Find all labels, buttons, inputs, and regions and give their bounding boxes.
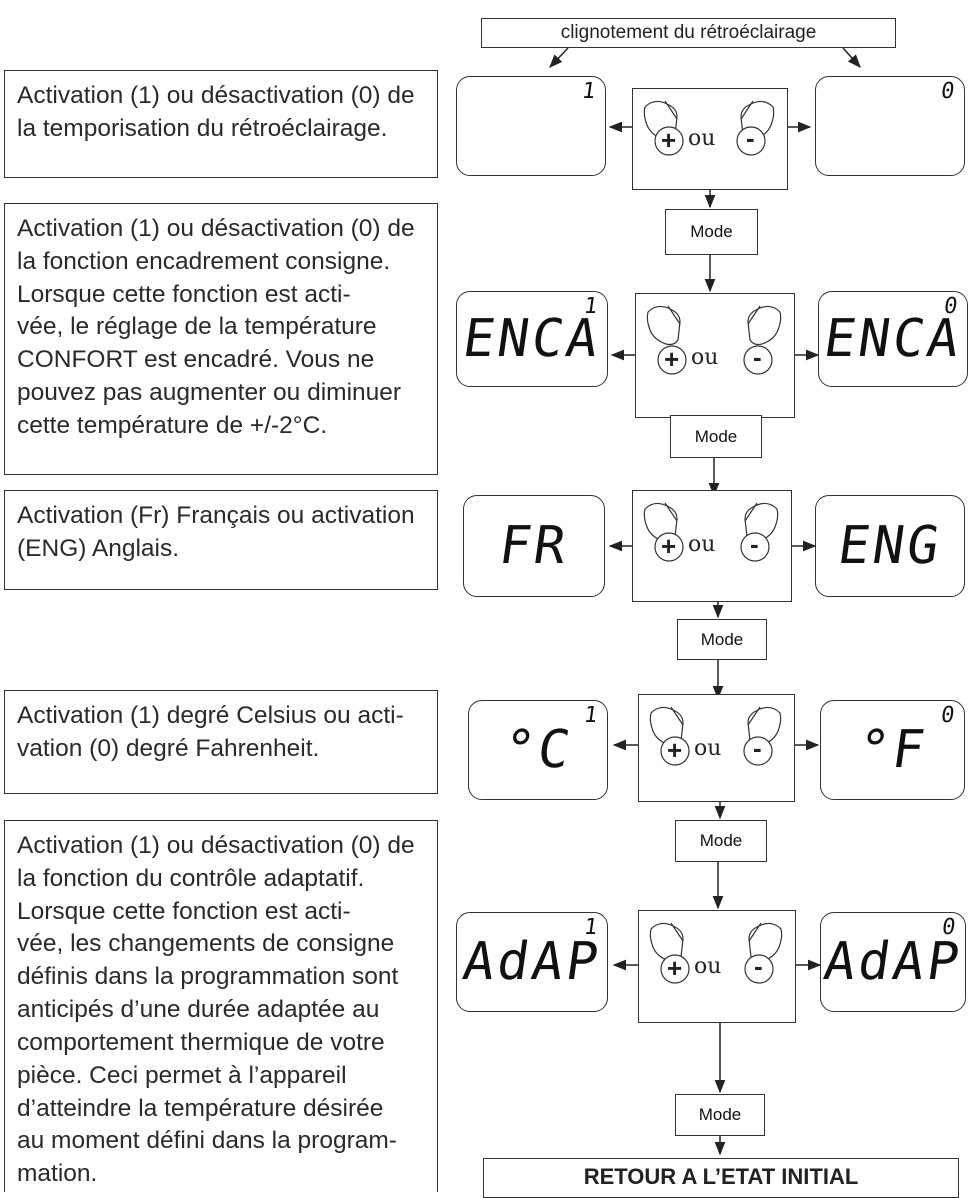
minus-button-icon: -: [754, 951, 763, 981]
lcd-indicator: 1: [579, 79, 597, 104]
lcd-indicator: 0: [938, 79, 956, 104]
plus-button-icon: +: [661, 531, 677, 561]
return-initial-state-label: RETOUR A L’ETAT INITIAL: [583, 1164, 859, 1189]
or-label: ou: [691, 345, 719, 370]
minus-button-icon: -: [753, 733, 762, 763]
mode-label: Mode: [700, 630, 744, 649]
description-text: Activation (Fr) Français ou activation (…: [17, 502, 415, 562]
description-backlight-timer: Activation (1) ou désactivation (0) de l…: [4, 70, 438, 178]
minus-button-icon: -: [746, 123, 755, 153]
plus-minus-control: + ou -: [632, 88, 788, 190]
lcd-text: AdAP: [459, 932, 605, 992]
plus-button-icon: +: [667, 735, 683, 765]
lcd-display-fahrenheit: °F 0: [820, 700, 965, 800]
lcd-display-language-fr: FR: [463, 495, 605, 597]
lcd-text: °F: [853, 720, 932, 780]
lcd-display-backlight-off: 0: [815, 76, 965, 176]
return-initial-state-box: RETOUR A L’ETAT INITIAL: [483, 1158, 959, 1198]
lcd-display-encadrement-on: ENCA 1: [456, 291, 608, 387]
plus-minus-control: + ou -: [638, 910, 796, 1023]
plus-button-icon: +: [661, 125, 677, 155]
description-text: Activation (1) degré Celsius ou acti- va…: [17, 702, 404, 762]
mode-label: Mode: [694, 427, 738, 446]
plus-button-icon: +: [664, 344, 680, 374]
minus-button-icon: -: [753, 342, 762, 372]
or-label: ou: [694, 736, 722, 761]
lcd-text: °C: [499, 720, 577, 780]
plus-minus-control: + ou -: [638, 694, 795, 802]
description-language: Activation (Fr) Français ou activation (…: [4, 490, 438, 590]
mode-button: Mode: [677, 619, 767, 660]
mode-button: Mode: [675, 1094, 765, 1136]
or-label: ou: [688, 532, 716, 557]
lcd-text: AdAP: [820, 932, 966, 992]
or-label: ou: [694, 954, 722, 979]
description-adaptive-control: Activation (1) ou désactivation (0) de l…: [4, 820, 438, 1192]
mode-button: Mode: [670, 415, 762, 458]
lcd-display-celsius: °C 1: [468, 700, 608, 800]
or-label: ou: [688, 126, 716, 151]
description-setpoint-bracket: Activation (1) ou désactivation (0) de l…: [4, 203, 438, 475]
plus-minus-control: + ou -: [632, 490, 792, 602]
description-temperature-unit: Activation (1) degré Celsius ou acti- va…: [4, 690, 438, 794]
finger-press-icons: [649, 706, 782, 766]
plus-minus-control: + ou -: [635, 293, 795, 418]
lcd-display-adaptive-off: AdAP 0: [820, 912, 966, 1012]
lcd-display-language-eng: ENG: [815, 495, 965, 597]
description-text: Activation (1) ou désactivation (0) de l…: [17, 82, 415, 142]
finger-press-icons: [646, 305, 782, 375]
finger-press-icons: [649, 922, 783, 984]
lcd-text: ENG: [834, 516, 946, 576]
mode-label: Mode: [698, 1105, 742, 1124]
lcd-display-adaptive-on: AdAP 1: [456, 912, 608, 1012]
minus-button-icon: -: [750, 529, 759, 559]
mode-button: Mode: [675, 820, 767, 862]
description-text: Activation (1) ou désactivation (0) de l…: [17, 215, 415, 439]
lcd-display-encadrement-off: ENCA 0: [818, 291, 968, 387]
finger-press-icons: [643, 100, 775, 156]
backlight-blink-banner: clignotement du rétroéclairage: [481, 18, 896, 48]
finger-press-icons: [643, 502, 779, 562]
lcd-text: FR: [495, 516, 573, 576]
lcd-display-backlight-on: 1: [456, 76, 606, 176]
description-text: Activation (1) ou désactivation (0) de l…: [17, 832, 415, 1188]
mode-button: Mode: [665, 209, 758, 255]
mode-label: Mode: [699, 831, 743, 850]
plus-button-icon: +: [667, 953, 683, 983]
mode-label: Mode: [690, 222, 733, 241]
